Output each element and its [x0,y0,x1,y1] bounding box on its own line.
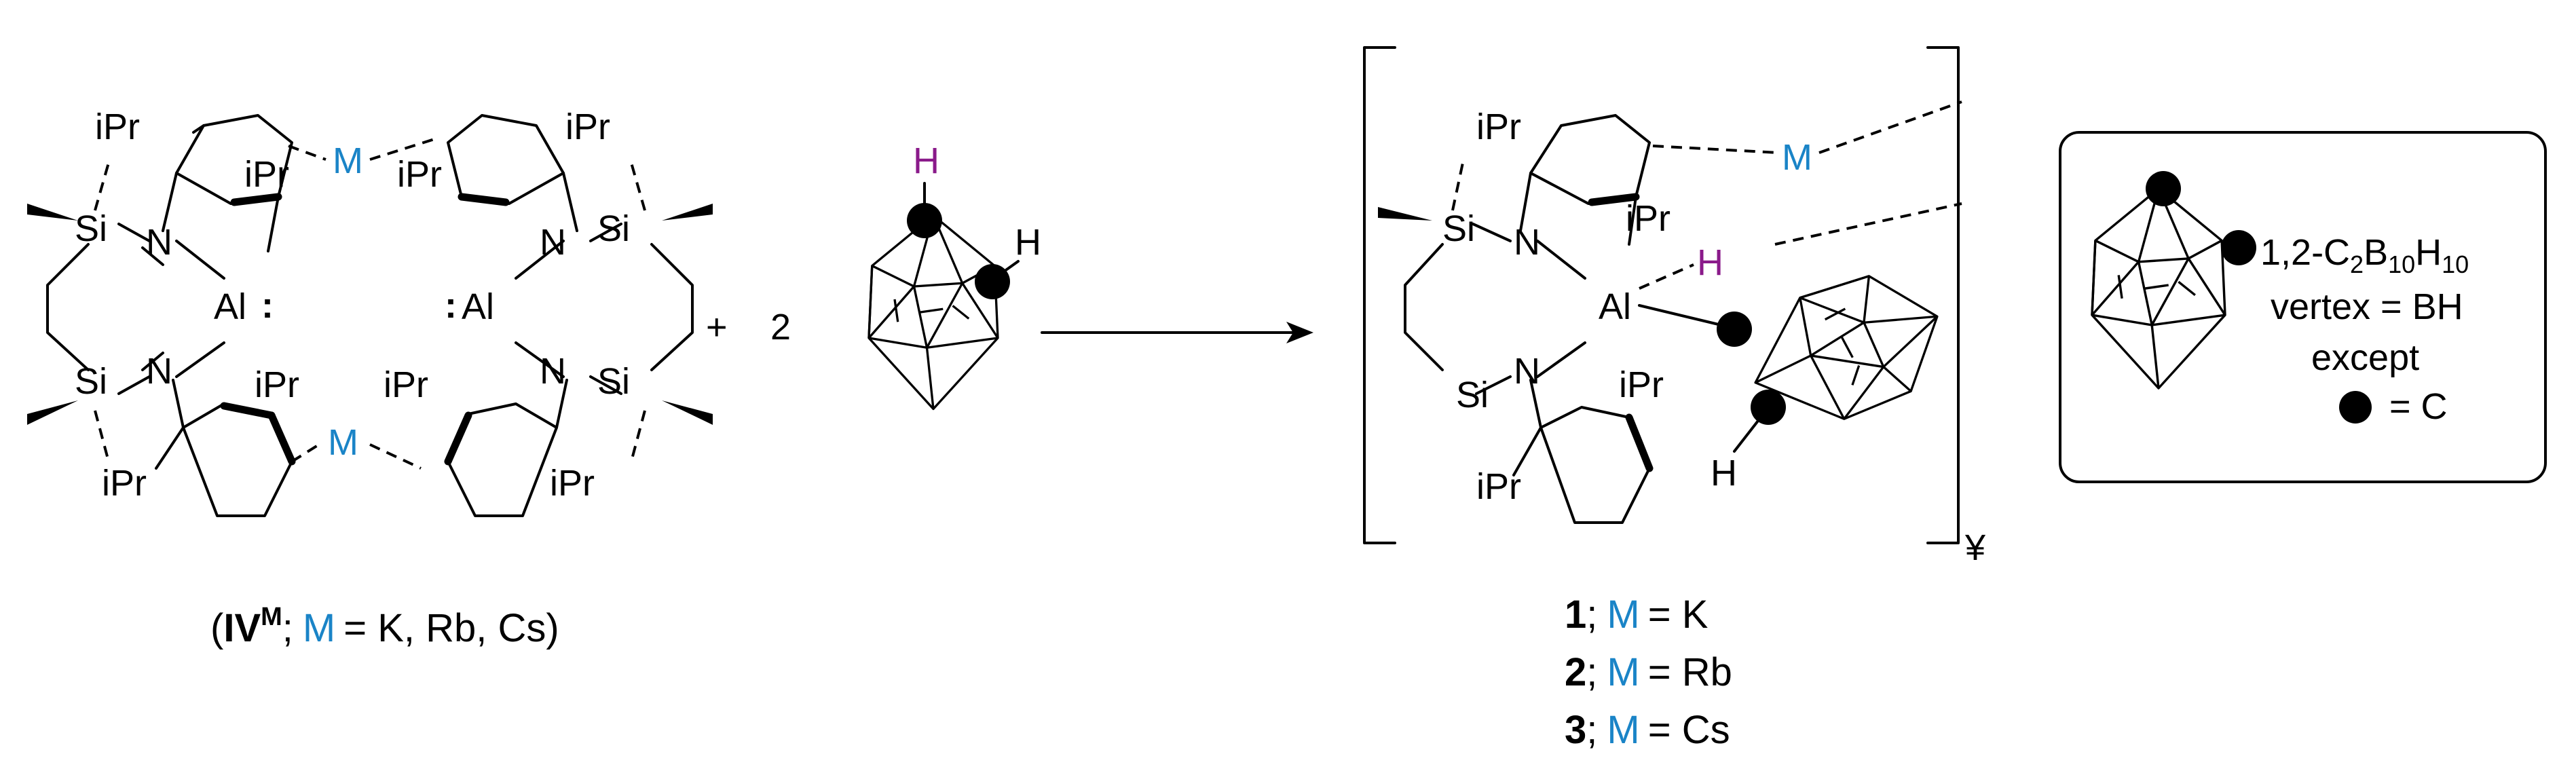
si-label: Si [597,361,630,402]
ipr-label: iPr [95,107,140,147]
legend-carbon-note: = C [2389,386,2448,427]
product-caption-3: 3;M= Cs [1565,708,1730,752]
al-lone-pair: : [445,285,457,326]
ipr-label: iPr [1476,107,1521,147]
right-backbone-bonds [444,114,713,517]
product-captions: 1;M= K 2;M= Rb 3;M= Cs [1565,593,1732,752]
al-label: Al [1599,286,1631,327]
ipr-label: iPr [1626,198,1670,239]
si-label: Si [75,208,107,249]
si-label: Si [597,208,630,249]
hydride-label: H [1697,242,1723,283]
n-label: N [146,222,172,263]
ipr-label: iPr [255,364,299,405]
ipr-label: iPr [550,463,595,504]
legend-vertex-note: vertex = BH [2271,286,2463,327]
si-label: Si [75,361,107,402]
reactant-caption: (IVM;M= K, Rb, Cs) [210,603,559,650]
product-caption-1: 1;M= K [1565,593,1709,637]
product-caption-2: 2;M= Rb [1565,650,1732,694]
reactant-dimer: iPr iPr iPr iPr iPr iPr iPr iPr Si Si Si… [27,107,713,517]
h-label: H [913,140,939,181]
legend-except: except [2311,337,2419,378]
metal-label: M [1782,137,1812,178]
n-label: N [540,222,566,263]
n-label: N [540,351,566,392]
legend-formula: 1,2-C2B10H10 [2260,232,2469,278]
carbon-vertex-icon [907,203,942,238]
n-label: N [1514,351,1540,392]
legend-box: 1,2-C2B10H10 vertex = BH except = C [2059,131,2547,483]
carbon-vertex-icon [2146,171,2181,206]
carbon-vertex-icon [975,264,1010,299]
bracket-superscript: ¥ [1964,527,1986,568]
ipr-label: iPr [384,364,428,405]
si-label: Si [1456,375,1489,415]
ipr-label: iPr [565,107,610,147]
metal-label: M [328,422,358,463]
al-label: Al [214,286,246,327]
ipr-label: iPr [244,154,289,195]
al-label: Al [462,286,494,327]
h-label: H [1711,453,1737,493]
carbon-vertex-icon [2339,391,2372,424]
ipr-label: iPr [1619,364,1664,405]
n-label: N [146,351,172,392]
carbon-vertex-icon [2221,230,2256,265]
reaction-arrow [1041,322,1313,343]
ipr-label: iPr [102,463,147,504]
h-label: H [1015,222,1041,263]
n-label: N [1514,222,1540,263]
stoichiometric-coefficient: 2 [770,307,791,347]
left-bottom-aryl [155,379,296,517]
carborane-reagent: H H [867,140,1041,411]
metal-contacts [288,138,435,470]
left-top-aryl [162,114,293,252]
si-label: Si [1442,208,1475,249]
ipr-label: iPr [1476,466,1521,507]
carbon-vertex-icon [1751,390,1786,425]
left-backbone-bonds [27,162,225,462]
ipr-label: iPr [397,154,442,195]
al-lone-pair: : [261,285,274,326]
product-bracket: ¥ [1363,46,1986,568]
plus-sign: + [706,307,728,347]
carbon-vertex-icon [1717,312,1752,347]
metal-label: M [333,140,363,181]
product-structure: iPr iPr iPr iPr Si Si N N Al M H H [1378,100,1962,524]
